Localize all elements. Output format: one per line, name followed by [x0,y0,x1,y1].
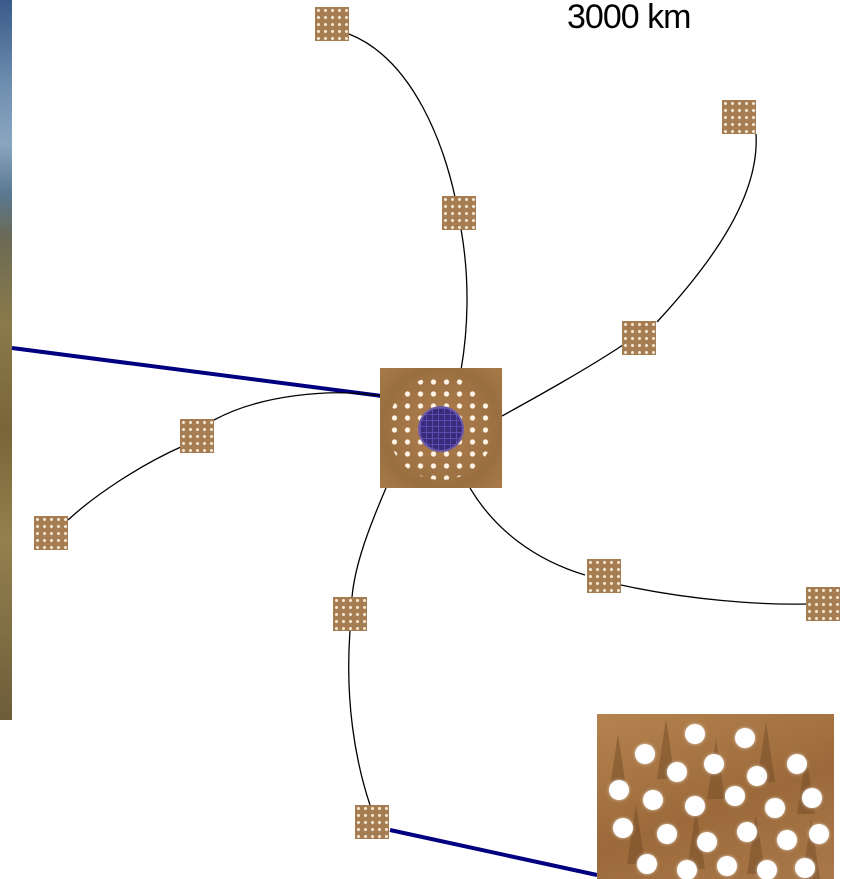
node-left-inner [180,419,214,453]
zoom-dot [735,728,755,748]
link-left-inner [213,392,383,421]
zoom-dot [643,790,663,810]
zoom-dot [737,822,757,842]
node-top-inner [442,196,476,230]
zoom-dot [609,780,629,800]
zoom-dot [677,860,697,879]
zoom-spike [627,804,645,864]
node-right-outer [806,587,840,621]
zoom-spike [687,809,705,869]
node-upper-right-inner [622,321,656,355]
zoom-dot [685,724,705,744]
zoom-dot [787,754,807,774]
zoom-dot [667,762,687,782]
node-upper-right-outer [722,100,756,134]
zoom-dot [637,854,657,874]
zoom-dot [809,824,829,844]
zoom-dot [802,788,822,808]
photo-strip [0,0,12,720]
central-hub [380,368,502,488]
link-left-outer [67,445,184,521]
node-top-outer [315,7,349,41]
zoom-dot [697,832,717,852]
zoom-dot [777,830,797,850]
zoom-dot [704,754,724,774]
highlight-link-left [11,346,383,398]
zoom-dot [613,818,633,838]
zoom-dot [635,744,655,764]
node-bottom-inner [333,597,367,631]
link-upper-right-inner [501,344,624,417]
zoom-dot [795,858,815,878]
link-top-outer [348,33,456,198]
zoom-dot [747,766,767,786]
zoom-inset [597,714,834,879]
node-right-inner [587,559,621,593]
link-right-inner [469,487,586,576]
link-right-outer [620,584,807,605]
zoom-dot [725,786,745,806]
zoom-spike [609,734,627,794]
link-bottom-inner [351,487,387,598]
zoom-dot [717,856,737,876]
scale-label: 3000 km [567,0,691,36]
link-upper-right-outer [656,133,757,323]
link-top-inner [460,228,468,371]
link-bottom-outer [348,630,371,806]
node-bottom-outer [355,805,389,839]
zoom-dot [757,860,777,879]
hub-core [420,408,462,450]
highlight-link-bottom [389,828,598,877]
zoom-dot [765,798,785,818]
node-left-outer [34,516,68,550]
zoom-dot [685,796,705,816]
zoom-dot [657,824,677,844]
